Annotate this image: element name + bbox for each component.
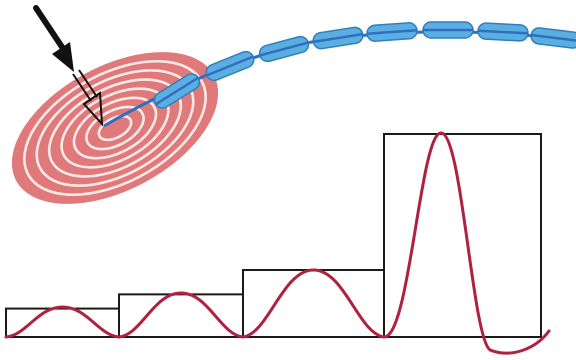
chain-segment <box>477 22 529 42</box>
hollow-arrow-icon <box>72 69 104 127</box>
chain-segment <box>422 21 474 39</box>
response-curve <box>4 131 551 355</box>
target-ring <box>97 114 133 142</box>
chain-segment <box>258 35 310 63</box>
step-box <box>383 133 542 338</box>
arrow-icon <box>33 5 74 72</box>
chain-segment <box>530 27 576 49</box>
segment-chain <box>103 21 576 128</box>
chain-segment <box>312 26 364 50</box>
target-ring <box>72 96 158 160</box>
chain-segment <box>366 22 418 42</box>
target-ring <box>85 105 145 151</box>
chain-segment <box>153 73 201 109</box>
chain-segment <box>205 50 255 82</box>
